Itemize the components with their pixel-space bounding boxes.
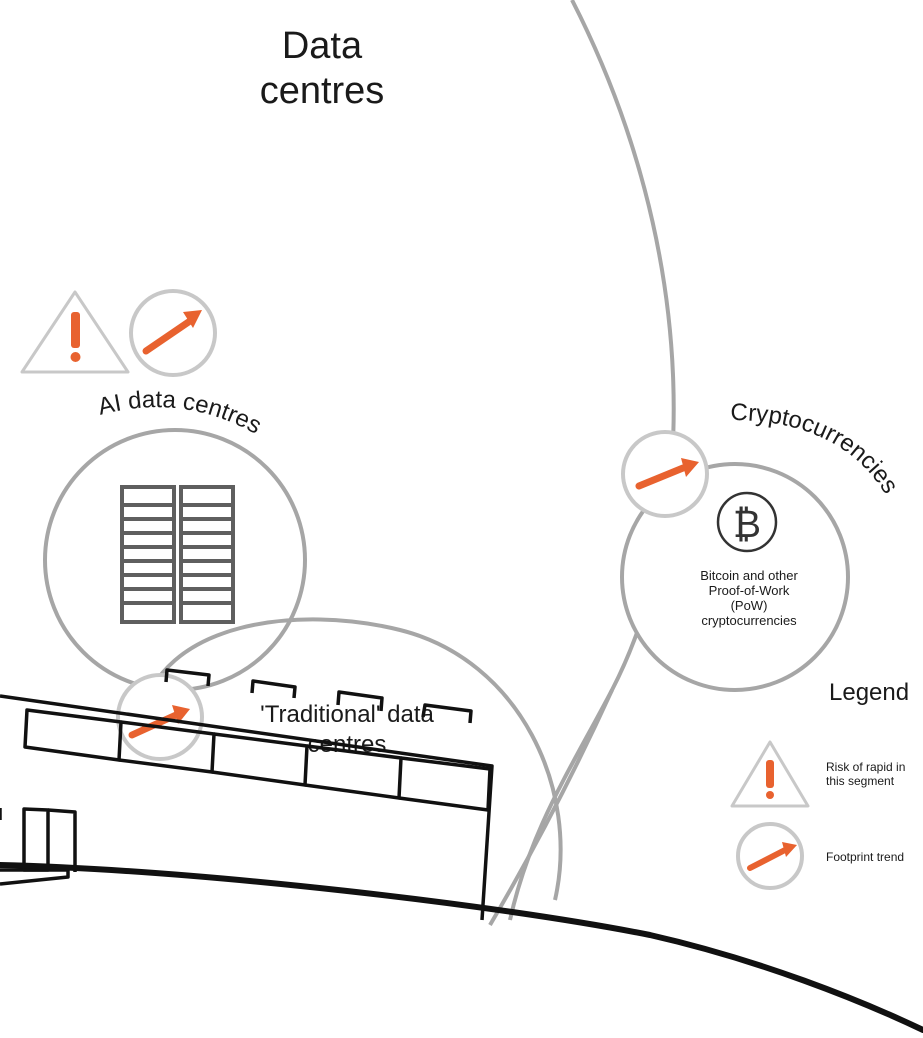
crypto-description-line-4: cryptocurrencies [701,613,797,628]
legend-title: Legend [829,679,909,706]
ai-trend-up-icon [129,289,217,377]
legend-warning-text-line-2: this segment [826,774,895,788]
legend-trend-text: Footprint trend [826,850,904,864]
crypto-trend-up-icon [621,430,709,518]
data-centre-building-icon [0,668,494,921]
title-line-2: centres [260,70,385,112]
crypto-description-line-3: (PoW) [731,598,768,613]
bitcoin-icon: ₿ [716,491,778,553]
traditional-data-centres-circle [138,617,563,901]
svg-text:₿: ₿ [733,502,761,546]
crypto-description-line-1: Bitcoin and other [700,568,798,583]
traditional-label-line-1: 'Traditional' data [260,701,434,728]
ai-warning-icon [20,290,130,374]
title-line-1: Data [282,25,363,67]
legend-warning-icon [730,740,810,808]
legend-trend-up-icon [736,822,804,890]
crypto-description-line-2: Proof-of-Work [709,583,790,598]
ground-line [0,862,923,1033]
server-rack-icon [120,485,235,624]
legend-warning-text-line-1: Risk of rapid in [826,760,905,774]
cryptocurrencies-circle [620,462,850,692]
